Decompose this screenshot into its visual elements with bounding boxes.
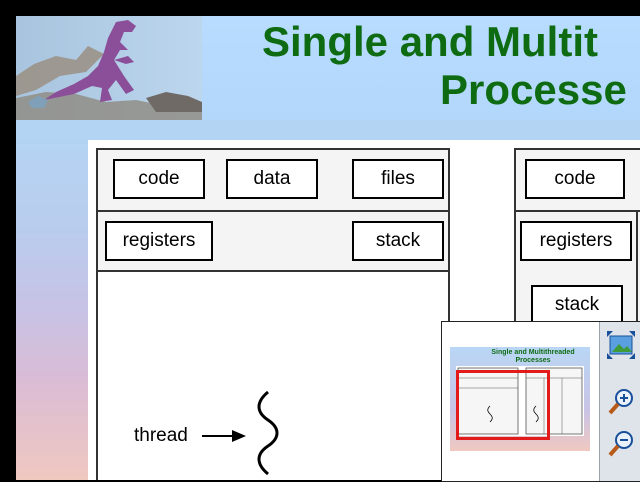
fit-to-window-icon <box>607 331 635 359</box>
zoom-out-icon <box>608 431 633 457</box>
dinosaur-logo <box>16 16 202 120</box>
zoom-in-button[interactable] <box>606 386 636 416</box>
navigator-toolbar <box>599 322 640 481</box>
stack-box: stack <box>352 221 444 261</box>
code-box: code <box>113 159 205 199</box>
data-box: data <box>226 159 318 199</box>
slide-title-line-1: Single and Multit <box>262 18 598 65</box>
mt-shared-resources-row <box>516 150 640 212</box>
thread-label: thread <box>134 425 188 446</box>
registers-box: registers <box>105 221 213 261</box>
fit-to-window-button[interactable] <box>606 330 636 360</box>
mt-stack-box: stack <box>531 285 623 325</box>
mt-registers-box: registers <box>520 221 632 261</box>
thread-arrow-icon <box>202 390 279 476</box>
thumbnail-title: Single and Multithreaded Processes <box>491 349 575 364</box>
zoom-in-icon <box>608 389 633 415</box>
mt-code-box: code <box>525 159 625 199</box>
thumbnail-diagram <box>456 366 584 436</box>
slide-title: Single and Multit Processe <box>262 18 640 114</box>
single-threaded-process: code data files registers stack thread <box>96 148 450 480</box>
viewport-indicator[interactable] <box>456 370 550 440</box>
files-box: files <box>352 159 444 199</box>
thread-context-row <box>98 212 448 272</box>
dinosaur-icon <box>16 20 202 120</box>
slide-thumbnail[interactable]: Single and Multithreaded Processes <box>450 347 590 451</box>
zoom-out-button[interactable] <box>606 428 636 458</box>
threads-diagram: code data files registers stack thread c… <box>88 140 640 480</box>
slide: Single and Multit Processe code data fil… <box>16 16 640 480</box>
slide-title-line-2: Processe <box>440 66 627 113</box>
thread-area <box>98 272 448 480</box>
shared-resources-row <box>98 150 448 212</box>
navigator-panel[interactable]: Single and Multithreaded Processes <box>441 321 640 482</box>
